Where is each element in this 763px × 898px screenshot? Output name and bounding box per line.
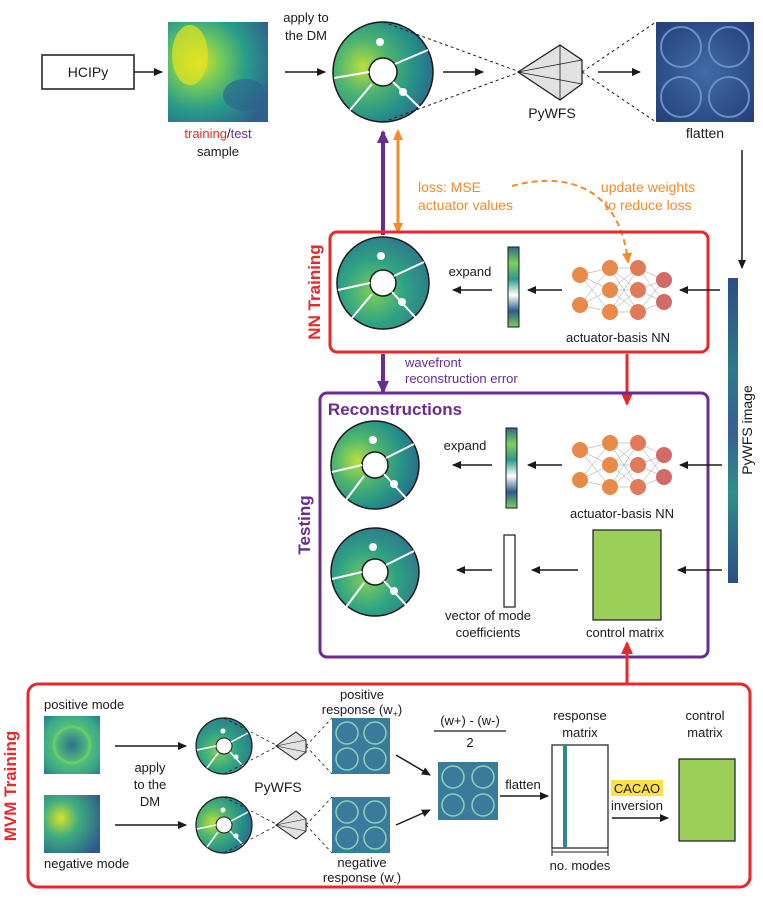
pywfs-image-label: PyWFS image bbox=[739, 385, 755, 475]
dm-disk-test-nn bbox=[330, 420, 420, 510]
mvm-training-title: MVM Training bbox=[1, 731, 20, 842]
neg-response-label-1: negative bbox=[337, 855, 386, 870]
dm-disk-top bbox=[332, 21, 434, 123]
vector-label-1: vector of mode bbox=[445, 608, 531, 623]
apply-dm-label-1: apply to bbox=[283, 10, 329, 25]
control-matrix-mvm bbox=[678, 758, 736, 842]
mvm-training-box bbox=[26, 682, 752, 889]
control-matrix-test bbox=[592, 529, 662, 621]
negative-mode-label: negative mode bbox=[44, 856, 129, 871]
nn-training-title: NN Training bbox=[305, 244, 324, 339]
nn-label-training: actuator-basis NN bbox=[566, 330, 670, 345]
dm-disk-mvm-neg bbox=[195, 796, 253, 854]
testing-box bbox=[318, 391, 710, 659]
mode-coefficients-vector bbox=[503, 534, 516, 608]
flatten-label-top: flatten bbox=[686, 125, 724, 141]
dm-disk-mvm-pos bbox=[195, 717, 253, 775]
neg-response-label-2: response (w-) bbox=[323, 870, 401, 887]
vector-label-2: coefficients bbox=[456, 625, 521, 640]
actuator-vector-nn bbox=[507, 246, 520, 328]
sample-caption: training/test bbox=[184, 126, 252, 141]
pywfs-label-mvm: PyWFS bbox=[254, 779, 301, 795]
negative-mode-image bbox=[44, 795, 100, 853]
loss-label-1: loss: MSE bbox=[418, 179, 481, 195]
pywfs-image-strip bbox=[728, 278, 738, 583]
flatten-label-mvm: flatten bbox=[505, 777, 540, 792]
apply-label-1: apply bbox=[134, 760, 166, 775]
formula-numerator: (w+) - (w-) bbox=[440, 713, 500, 728]
response-matrix bbox=[551, 744, 609, 849]
hcipy-label: HCIPy bbox=[68, 64, 108, 80]
loss-label-2: actuator values bbox=[418, 197, 513, 213]
apply-label-3: DM bbox=[140, 794, 160, 809]
formula-denominator: 2 bbox=[466, 735, 473, 750]
no-modes-label: no. modes bbox=[550, 858, 611, 873]
sample-image bbox=[168, 22, 268, 122]
apply-dm-label-2: the DM bbox=[285, 28, 327, 43]
control-matrix-label-mvm-2: matrix bbox=[687, 725, 723, 740]
cacao-label: CACAO bbox=[614, 781, 660, 796]
difference-response-image bbox=[438, 762, 498, 820]
dm-disk-test-mvm bbox=[330, 527, 420, 617]
dm-disk-nn-training bbox=[336, 236, 430, 330]
pyramid-wfs-top bbox=[516, 44, 583, 101]
pywfs-label-top: PyWFS bbox=[528, 105, 575, 121]
nn-training-box bbox=[328, 230, 710, 354]
positive-response-image bbox=[332, 718, 390, 774]
pos-response-label-2: response (w+) bbox=[322, 702, 402, 719]
wavefront-error-label-1: wavefront bbox=[404, 355, 462, 370]
expand-label-test: expand bbox=[444, 438, 487, 453]
wfs-image-top bbox=[656, 22, 754, 122]
testing-title: Testing bbox=[295, 495, 314, 554]
response-matrix-label-2: matrix bbox=[562, 725, 598, 740]
negative-response-image bbox=[332, 797, 390, 853]
pyramid-wfs-mvm-neg bbox=[275, 810, 307, 840]
apply-label-2: to the bbox=[134, 777, 167, 792]
pyramid-wfs-mvm-pos bbox=[275, 731, 307, 761]
nn-graph-testing bbox=[572, 435, 672, 495]
control-matrix-label-test: control matrix bbox=[586, 625, 665, 640]
nn-graph-training bbox=[572, 260, 672, 320]
pos-response-label-1: positive bbox=[340, 687, 384, 702]
response-matrix-label-1: response bbox=[553, 708, 606, 723]
cacao-highlight bbox=[611, 780, 663, 796]
update-label-2: to reduce loss bbox=[604, 197, 691, 213]
nn-label-testing: actuator-basis NN bbox=[570, 506, 674, 521]
hcipy-box: HCIPy bbox=[41, 54, 135, 90]
inversion-label: inversion bbox=[611, 798, 663, 813]
control-matrix-label-mvm-1: control bbox=[685, 708, 724, 723]
positive-mode-label: positive mode bbox=[44, 697, 124, 712]
positive-mode-image bbox=[44, 716, 100, 774]
sample-label: sample bbox=[197, 144, 239, 159]
reconstructions-title: Reconstructions bbox=[328, 400, 462, 419]
wavefront-error-label-2: reconstruction error bbox=[405, 371, 518, 386]
update-label-1: update weights bbox=[601, 179, 695, 195]
actuator-vector-test bbox=[505, 427, 518, 509]
expand-label-nn: expand bbox=[449, 264, 492, 279]
